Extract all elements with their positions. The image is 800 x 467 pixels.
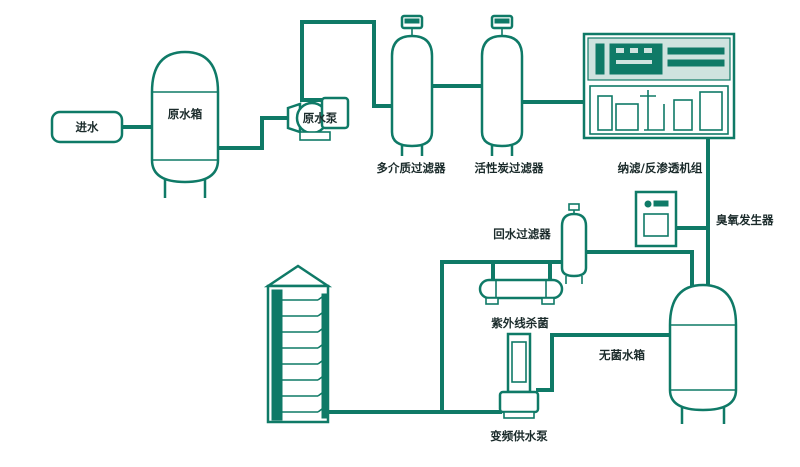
- pipe-raw-tank-to-pump: [216, 116, 290, 150]
- pipe-return-filter-to-tank: [586, 250, 694, 294]
- label-return-filter: 回水过滤器: [493, 227, 551, 241]
- label-sterile-tank: 无菌水箱: [598, 348, 645, 362]
- pipe-pump-to-multimedia: [300, 20, 394, 108]
- label-ro-unit: 纳滤/反渗透机组: [618, 161, 703, 175]
- multimedia-filter: [390, 14, 434, 156]
- label-uv-sterilizer: 紫外线杀菌: [491, 316, 549, 330]
- pipe-uv-branch: [491, 260, 552, 282]
- uv-sterilizer: [478, 278, 564, 305]
- building: [263, 264, 333, 424]
- label-vfd-pump: 变频供水泵: [490, 429, 548, 443]
- labels: 进水 原水箱 原水泵 多介质过滤器 活性炭过滤器 纳滤/反渗透机组 臭氧发生器 …: [76, 107, 774, 443]
- label-ozone-generator: 臭氧发生器: [716, 213, 774, 227]
- label-inlet: 进水: [76, 120, 99, 134]
- label-carbon-filter: 活性炭过滤器: [475, 161, 544, 175]
- pipe-return-header: [440, 260, 562, 414]
- pipes: [120, 20, 710, 414]
- vfd-supply-pump: [498, 332, 540, 419]
- raw-water-tank: [150, 50, 220, 198]
- label-raw-tank: 原水箱: [168, 107, 203, 121]
- pipe-tank-to-pump: [536, 333, 672, 392]
- building-floors: [271, 289, 329, 421]
- ro-unit: [582, 32, 736, 140]
- label-multimedia-filter: 多介质过滤器: [377, 161, 446, 175]
- carbon-filter: [480, 14, 524, 156]
- ozone-generator: [634, 190, 678, 248]
- return-filter: [560, 203, 588, 284]
- label-raw-pump: 原水泵: [303, 111, 338, 125]
- raw-water-pump: [286, 96, 350, 141]
- inlet-box: [50, 110, 124, 144]
- sterile-water-tank: [668, 283, 738, 424]
